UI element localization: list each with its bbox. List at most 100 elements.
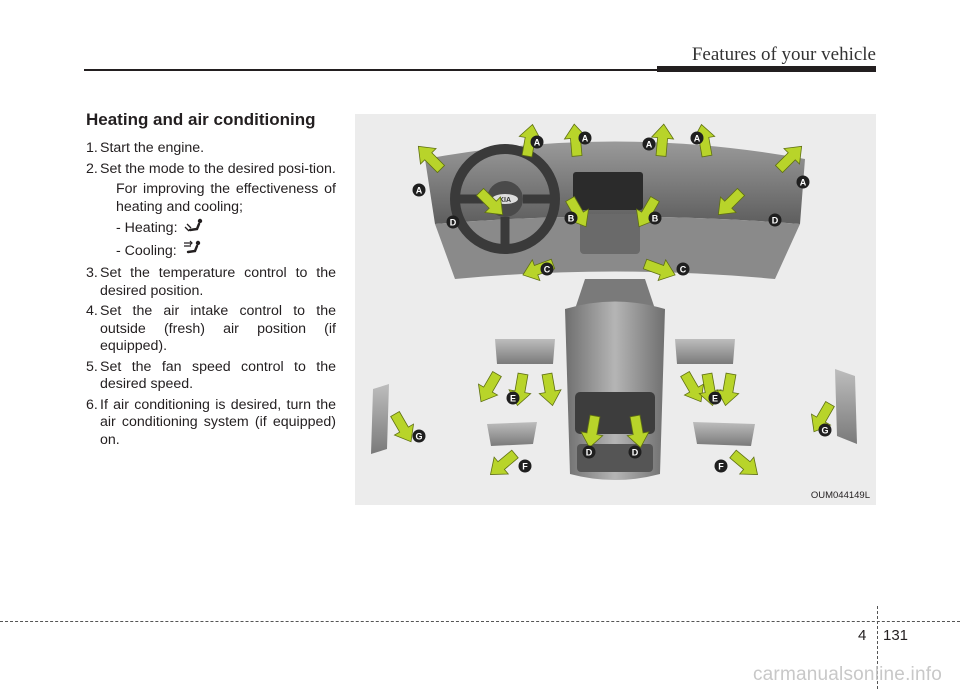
step-2-note: For improving the effectiveness of heati…	[100, 181, 336, 262]
step-text: Set the temperature control to the desir…	[100, 265, 336, 299]
airflow-arrow	[477, 370, 502, 403]
vent-label-g: G	[818, 423, 832, 437]
step-text: Set the fan speed control to the desired…	[100, 358, 336, 393]
step-2: 2. Set the mode to the desired posi-tion…	[86, 161, 336, 263]
step-number: 1.	[86, 140, 98, 156]
vent-diagram: KIA A A A A A A B B C C D D D D E E F F G G OUM044149L	[355, 114, 876, 505]
svg-text:C: C	[680, 265, 687, 275]
airflow-arrow	[680, 370, 705, 403]
step-text: Start the engine.	[100, 140, 205, 156]
airflow-arrow	[626, 414, 650, 449]
center-controls	[580, 214, 640, 254]
heating-line: - Heating:	[116, 219, 336, 239]
rear-center-vent	[575, 392, 655, 434]
airflow-arrow	[580, 414, 604, 449]
steps-list: 1. Start the engine. 2. Set the mode to …	[86, 140, 336, 452]
svg-text:A: A	[534, 138, 541, 148]
svg-text:D: D	[632, 448, 639, 458]
svg-text:F: F	[522, 462, 528, 472]
vent-left-front	[495, 339, 555, 364]
figure-code: OUM044149L	[810, 490, 870, 501]
vent-label-b: B	[648, 211, 662, 225]
step-6: 6. If air conditioning is desired, turn …	[86, 397, 336, 450]
airflow-arrow	[518, 123, 542, 158]
footer-rule	[0, 621, 960, 622]
airflow-arrow	[538, 372, 562, 407]
vent-label-a: A	[412, 183, 426, 197]
step-text: Set the mode to the desired posi-tion.	[100, 160, 336, 177]
vent-label-e: E	[506, 391, 520, 405]
center-screen	[573, 172, 643, 210]
vent-left-pillar	[371, 384, 389, 454]
step-text: Set the air intake control to the outsid…	[100, 303, 336, 354]
airflow-arrow	[563, 123, 588, 157]
svg-text:E: E	[510, 394, 516, 404]
header-title: Features of your vehicle	[691, 44, 876, 65]
vent-label-c: C	[540, 262, 554, 276]
vent-label-a: A	[690, 131, 704, 145]
vent-label-d: D	[628, 445, 642, 459]
section-title: Heating and air conditioning	[86, 110, 316, 129]
vent-right-floor	[693, 422, 755, 446]
step-number: 2.	[86, 160, 98, 177]
vent-right-pillar	[835, 369, 857, 444]
airflow-arrows	[390, 123, 835, 475]
airflow-arrow	[390, 410, 415, 443]
watermark: carmanualsonline.info	[752, 664, 942, 685]
vent-label-f: F	[714, 459, 728, 473]
step-number: 6.	[86, 396, 98, 413]
vent-label-e: E	[708, 391, 722, 405]
steering-wheel: KIA	[450, 144, 560, 254]
airflow-arrow	[417, 145, 446, 174]
cooling-label: - Cooling:	[116, 243, 177, 260]
header-rule-accent	[657, 66, 876, 72]
svg-text:A: A	[416, 186, 423, 196]
svg-text:D: D	[450, 218, 457, 228]
step-text: If air conditioning is desired, turn the…	[100, 396, 336, 448]
svg-text:E: E	[712, 394, 718, 404]
airflow-arrow	[475, 187, 504, 216]
svg-text:B: B	[568, 214, 575, 224]
vent-label-f: F	[518, 459, 532, 473]
step-1: 1. Start the engine.	[86, 140, 336, 158]
airflow-arrow	[642, 258, 676, 282]
vent-labels: A A A A A A B B C C D D D D E E F F G G	[412, 131, 832, 473]
vent-label-b: B	[564, 211, 578, 225]
dash-logo-text: KIA	[499, 197, 511, 204]
vent-left-floor	[487, 422, 537, 446]
svg-text:A: A	[694, 134, 701, 144]
vent-label-a: A	[578, 131, 592, 145]
center-console	[575, 279, 655, 309]
svg-text:G: G	[415, 432, 422, 442]
vent-label-d: D	[768, 213, 782, 227]
svg-text:G: G	[821, 426, 828, 436]
vent-illustration: KIA A A A A A A B B C C D D D D E E F F G G	[371, 123, 857, 480]
chapter-number: 4	[858, 627, 867, 644]
airflow-arrow	[729, 449, 759, 475]
vent-label-a: A	[642, 137, 656, 151]
floor-mode-icon	[184, 218, 206, 240]
svg-text:F: F	[718, 462, 724, 472]
svg-text:D: D	[586, 448, 593, 458]
step-number: 3.	[86, 265, 98, 281]
note-text: For improving the effectiveness of heati…	[116, 181, 336, 215]
cooling-line: - Cooling:	[116, 240, 336, 262]
svg-text:C: C	[544, 265, 551, 275]
step-3: 3. Set the temperature control to the de…	[86, 265, 336, 300]
page-number: 131	[883, 627, 909, 644]
vent-label-d: D	[582, 445, 596, 459]
airflow-arrow	[650, 123, 675, 157]
svg-text:A: A	[646, 140, 653, 150]
vent-label-a: A	[796, 175, 810, 189]
airflow-arrow	[774, 145, 803, 174]
heating-label: - Heating:	[116, 220, 178, 237]
svg-text:A: A	[582, 134, 589, 144]
vent-label-d: D	[446, 215, 460, 229]
vent-right-front	[675, 339, 735, 364]
step-4: 4. Set the air intake control to the out…	[86, 303, 336, 356]
footer-divider	[877, 606, 878, 689]
airflow-arrow	[489, 449, 519, 475]
svg-text:A: A	[800, 178, 807, 188]
vent-label-c: C	[676, 262, 690, 276]
vent-label-g: G	[412, 429, 426, 443]
